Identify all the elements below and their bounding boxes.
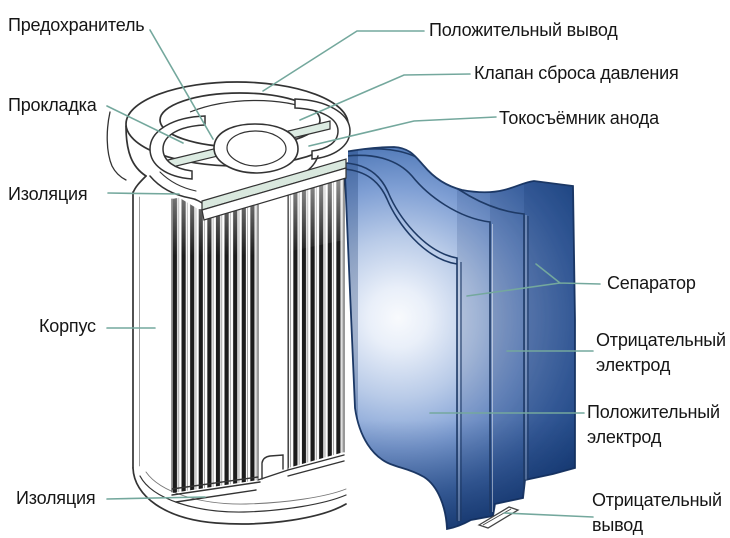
label-gasket: Прокладка <box>8 95 97 115</box>
leader-gasket <box>106 105 184 144</box>
leader-fuse <box>149 29 214 140</box>
jellyroll-layers <box>343 146 576 531</box>
label-case: Корпус <box>39 316 96 336</box>
leader-separator <box>466 263 601 297</box>
label-negative-electrode: Отрицательный электрод <box>596 330 726 375</box>
label-anode-current-collector: Токосъёмник анода <box>499 108 659 128</box>
label-insulation-bottom: Изоляция <box>16 488 96 508</box>
gasket-crimp-left <box>149 115 206 180</box>
electrode-windings <box>171 160 345 503</box>
leader-lines <box>106 29 601 518</box>
leader-collector <box>308 116 497 147</box>
anode-current-collector-plate <box>201 158 347 221</box>
label-separator: Сепаратор <box>607 273 696 293</box>
cap-assembly <box>106 81 351 221</box>
leader-negative-terminal <box>503 512 594 518</box>
label-positive-terminal: Положительный вывод <box>429 20 618 40</box>
label-insulation-top: Изоляция <box>8 184 88 204</box>
leader-insulation-top <box>107 192 180 195</box>
leader-insulation-bottom <box>106 496 206 500</box>
leader-valve <box>299 73 471 121</box>
label-fuse: Предохранитель <box>8 15 145 35</box>
pressure-relief-valve-dome <box>213 123 299 174</box>
gasket-crimp-right <box>294 98 351 160</box>
label-positive-electrode: Положительный электрод <box>587 402 720 447</box>
negative-terminal-tab <box>477 506 520 529</box>
label-negative-terminal: Отрицательный вывод <box>592 490 722 535</box>
leader-positive-terminal <box>262 30 425 92</box>
label-pressure-relief-valve: Клапан сброса давления <box>474 63 679 83</box>
